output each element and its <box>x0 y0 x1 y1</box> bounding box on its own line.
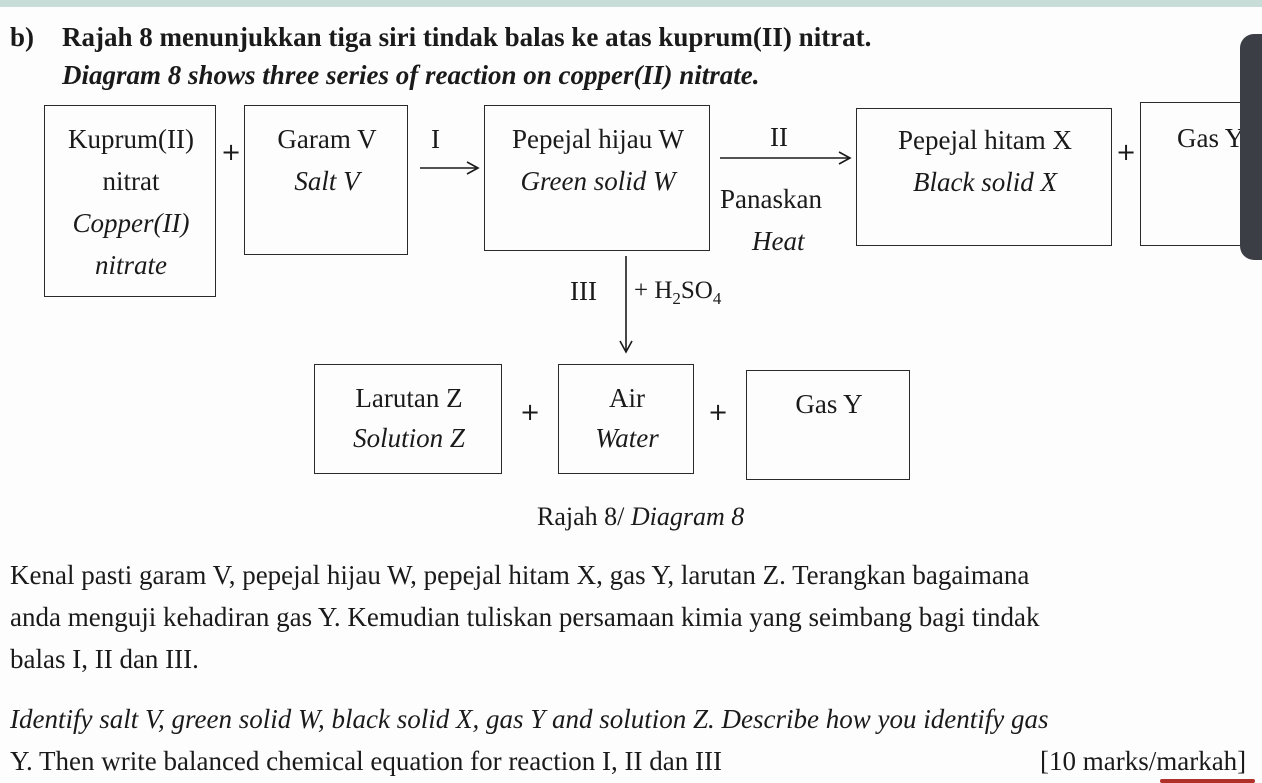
salt-v-box: Garam V Salt V <box>244 105 408 255</box>
gas-y-box: Gas Y <box>746 370 910 480</box>
solution-z-box: Larutan Z Solution Z <box>314 364 502 474</box>
black-solid-ms: Pepejal hitam X <box>898 125 1072 155</box>
marks-allocation: [10 marks/markah] <box>1040 746 1247 776</box>
plus-sign-2: + <box>1116 138 1137 166</box>
copper-nitrate-box: Kuprum(II) nitrat Copper(II) nitrate <box>44 105 216 297</box>
salt-v-en: Salt V <box>294 166 360 196</box>
instruction-ms-line-3: balas I, II dan III. <box>10 644 199 674</box>
water-ms: Air <box>609 383 645 413</box>
water-en: Water <box>595 423 659 453</box>
green-solid-en: Green solid W <box>520 166 676 196</box>
instruction-en-line-1: Identify salt V, green solid W, black so… <box>10 704 1049 734</box>
copper-nitrate-en-1: Copper(II) <box>72 208 190 238</box>
caption-malay: Rajah 8/ <box>537 502 631 531</box>
question-label: b) <box>10 22 35 52</box>
plus-sign-1: + <box>221 138 242 166</box>
plus-sign-4: + <box>708 398 729 426</box>
gas-y-label: Gas Y <box>795 389 863 419</box>
arrow-ii-label: II <box>770 122 788 152</box>
green-solid-w-box: Pepejal hijau W Green solid W <box>484 105 710 251</box>
scrollbar-handle[interactable] <box>1240 34 1262 260</box>
instruction-ms-line-1: Kenal pasti garam V, pepejal hijau W, pe… <box>10 560 1030 590</box>
arrow-iii-label: III <box>570 276 597 306</box>
arrow-i-label: I <box>431 124 440 154</box>
instruction-ms-line-2: anda menguji kehadiran gas Y. Kemudian t… <box>10 602 1040 632</box>
reagent-sulfuric-acid: + H2SO4 <box>634 278 721 307</box>
question-text-malay: Rajah 8 menunjukkan tiga siri tindak bal… <box>62 22 872 52</box>
reagent-subscript-2: 2 <box>672 289 681 308</box>
question-text-english: Diagram 8 shows three series of reaction… <box>62 60 760 90</box>
top-edge-bar <box>0 0 1262 7</box>
plus-sign-3: + <box>520 398 541 426</box>
marks-underline <box>1160 779 1255 783</box>
salt-v-ms: Garam V <box>277 124 377 154</box>
black-solid-x-box: Pepejal hitam X Black solid X <box>856 108 1112 246</box>
green-solid-ms: Pepejal hijau W <box>512 124 684 154</box>
water-box: Air Water <box>558 364 694 474</box>
reagent-h: + H <box>634 277 673 304</box>
diagram-caption: Rajah 8/ Diagram 8 <box>537 504 744 530</box>
black-solid-en: Black solid X <box>913 167 1057 197</box>
solution-z-ms: Larutan Z <box>355 383 463 413</box>
copper-nitrate-ms-1: Kuprum(II) <box>68 124 194 154</box>
copper-nitrate-ms-2: nitrat <box>102 166 160 196</box>
instruction-en-line-2: Y. Then write balanced chemical equation… <box>10 746 722 776</box>
arrow-ii-heat-en: Heat <box>752 226 805 256</box>
solution-z-en: Solution Z <box>353 423 465 453</box>
reagent-subscript-4: 4 <box>712 289 722 308</box>
caption-english: Diagram 8 <box>630 502 745 531</box>
reagent-so: SO <box>680 277 713 304</box>
arrow-ii-heat-ms: Panaskan <box>720 184 822 214</box>
gas-y-top-box: Gas Y <box>1140 102 1262 246</box>
gas-y-top-label: Gas Y <box>1177 123 1245 153</box>
copper-nitrate-en-2: nitrate <box>95 250 167 280</box>
